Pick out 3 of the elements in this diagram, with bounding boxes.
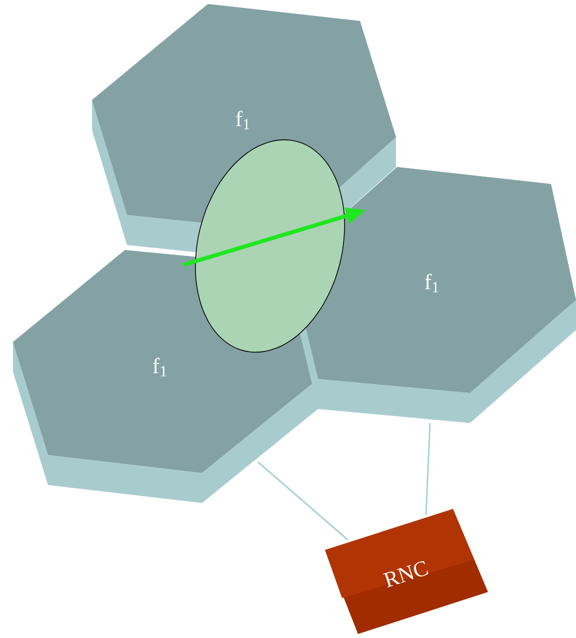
link-line <box>258 461 348 541</box>
link-line <box>425 422 431 516</box>
rnc-box: RNC <box>325 509 488 634</box>
